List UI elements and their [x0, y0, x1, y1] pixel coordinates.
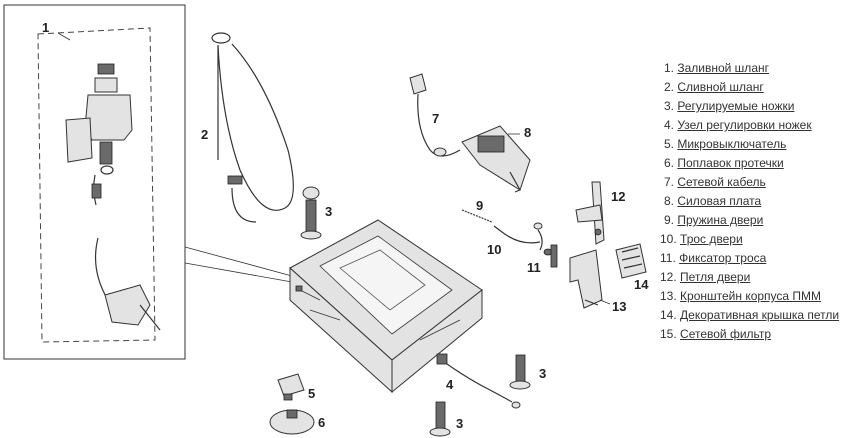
legend-item-name: Поплавок протечки	[677, 156, 784, 170]
hinge-cover-drawing	[615, 243, 647, 279]
legend-item: 4. Узел регулировки ножек	[660, 116, 850, 135]
legend-item: 3. Регулируемые ножки	[660, 97, 850, 116]
adjustable-foot-middle	[509, 354, 531, 390]
legend-item-name: Заливной шланг	[677, 61, 769, 75]
legend-item-number: 13.	[660, 289, 677, 303]
legend-item-name: Сливной шланг	[677, 80, 764, 94]
legend-item: 2. Сливной шланг	[660, 78, 850, 97]
callout-7: 7	[432, 111, 439, 126]
legend-item-number: 11.	[660, 251, 676, 265]
leak-float-drawing	[269, 409, 315, 435]
legend-item-name: Фиксатор троса	[679, 251, 767, 265]
legend-item: 5. Микровыключатель	[660, 135, 850, 154]
legend-item-number: 2.	[663, 80, 674, 94]
legend-item-name: Петля двери	[680, 270, 751, 284]
door-hinge-drawing	[575, 181, 605, 245]
callout-1: 1	[42, 20, 49, 35]
callout-11: 11	[527, 260, 541, 275]
legend-item: 12. Петля двери	[660, 268, 850, 287]
legend-item: 7. Сетевой кабель	[660, 173, 850, 192]
legend-item: 10. Трос двери	[660, 230, 850, 249]
legend-item-name: Пружина двери	[677, 213, 764, 227]
legend-item-name: Трос двери	[680, 232, 743, 246]
legend-item-number: 4.	[663, 118, 674, 132]
legend-item-number: 14.	[660, 308, 677, 322]
legend-item: 1. Заливной шланг	[660, 59, 850, 78]
callout-13: 13	[612, 299, 626, 314]
callout-8: 8	[524, 125, 531, 140]
legend-item-name: Кронштейн корпуса ПММ	[680, 289, 822, 303]
legend-item-number: 1.	[663, 61, 674, 75]
legend-item-number: 7.	[663, 175, 674, 189]
legend-item-number: 5.	[663, 137, 674, 151]
callout-3-upper: 3	[325, 204, 332, 219]
legend-item-name: Декоративная крышка петли	[680, 308, 840, 322]
feet-adjustment-drawing	[436, 353, 521, 409]
legend-item: 15. Сетевой фильтр	[660, 325, 850, 344]
callout-10: 10	[487, 242, 501, 257]
legend-item: 6. Поплавок протечки	[660, 154, 850, 173]
power-cable-drawing	[409, 73, 461, 157]
callout-6: 6	[318, 415, 325, 430]
callout-9: 9	[476, 198, 483, 213]
legend-item: 13. Кронштейн корпуса ПММ	[660, 287, 850, 306]
power-board-drawing	[461, 125, 531, 193]
microswitch-drawing	[277, 373, 305, 401]
legend-item-name: Сетевой фильтр	[680, 327, 772, 341]
callout-4: 4	[446, 377, 454, 392]
inlet-hose-inset	[3, 4, 293, 360]
legend-item-number: 3.	[663, 99, 674, 113]
legend-item-number: 8.	[663, 194, 674, 208]
legend-item-number: 9.	[663, 213, 674, 227]
legend-item-number: 12.	[660, 270, 677, 284]
legend-item-name: Сетевой кабель	[677, 175, 766, 189]
cable-holder-drawing	[550, 244, 558, 268]
legend-item: 9. Пружина двери	[660, 211, 850, 230]
callout-3-lower: 3	[456, 416, 463, 431]
callout-2: 2	[201, 127, 208, 142]
door-spring-drawing	[461, 209, 493, 223]
adjustable-foot-upper	[300, 186, 322, 240]
legend-item-name: Узел регулировки ножек	[677, 118, 812, 132]
base-tray-drawing	[289, 219, 483, 394]
door-cable-drawing	[493, 222, 553, 256]
legend-item: 11. Фиксатор троса	[660, 249, 850, 268]
inlet-hose-drawing	[65, 63, 161, 331]
legend-item: 8. Силовая плата	[660, 192, 850, 211]
callout-5: 5	[308, 386, 315, 401]
drain-hose-drawing	[211, 32, 294, 223]
hull-bracket-drawing	[569, 249, 603, 309]
adjustable-foot-lower	[429, 401, 451, 437]
legend-item-number: 10.	[660, 232, 677, 246]
legend-item-name: Регулируемые ножки	[677, 99, 795, 113]
legend-item-number: 15.	[660, 327, 677, 341]
legend-item-name: Силовая плата	[677, 194, 762, 208]
callout-3-middle: 3	[539, 366, 546, 381]
callout-12: 12	[611, 189, 625, 204]
legend-item-name: Микровыключатель	[677, 137, 787, 151]
legend-item: 14. Декоративная крышка петли	[660, 306, 850, 325]
callout-14: 14	[634, 277, 649, 292]
legend-item-number: 6.	[663, 156, 674, 170]
